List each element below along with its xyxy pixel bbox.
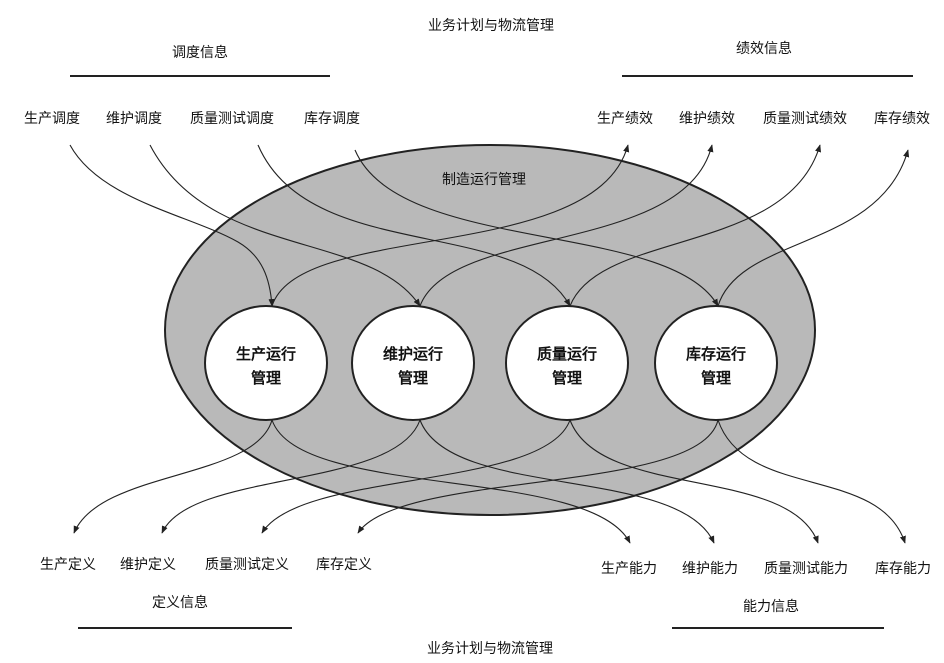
capability-item-inventory: 库存能力 — [875, 561, 931, 577]
arrow-schedule-quality — [257, 144, 571, 307]
arrow-schedule-inventory — [354, 149, 719, 307]
arrow-performance-production — [271, 144, 630, 307]
node-maintenance-line1: 维护运行 — [383, 345, 443, 363]
arrow-definition-production — [73, 419, 273, 534]
capability-item-production: 生产能力 — [601, 561, 657, 577]
node-production-operations: 生产运行 管理 — [204, 305, 328, 421]
arrow-capability-production — [271, 419, 631, 544]
arrow-performance-maintenance — [419, 144, 714, 307]
node-inventory-operations: 库存运行 管理 — [654, 305, 778, 421]
capability-item-quality: 质量测试能力 — [764, 561, 848, 577]
bottom-title: 业务计划与物流管理 — [427, 641, 553, 657]
schedule-item-maintenance: 维护调度 — [106, 111, 162, 127]
node-quality-line2: 管理 — [552, 369, 582, 387]
node-maintenance-line2: 管理 — [398, 369, 428, 387]
node-quality-line1: 质量运行 — [537, 345, 597, 363]
manufacturing-operations-ellipse — [164, 144, 816, 516]
definition-item-quality: 质量测试定义 — [205, 557, 289, 573]
arrow-performance-inventory — [717, 149, 910, 307]
arrow-capability-quality — [569, 419, 819, 544]
node-inventory-line2: 管理 — [701, 369, 731, 387]
arrow-schedule-maintenance — [149, 144, 421, 307]
schedule-item-production: 生产调度 — [24, 111, 80, 127]
performance-info-label: 绩效信息 — [736, 40, 792, 57]
node-production-line1: 生产运行 — [236, 345, 296, 363]
schedule-item-inventory: 库存调度 — [304, 111, 360, 127]
definition-item-production: 生产定义 — [40, 557, 96, 573]
center-title: 制造运行管理 — [442, 172, 526, 188]
schedule-item-quality: 质量测试调度 — [190, 111, 274, 127]
arrow-capability-maintenance — [419, 419, 715, 544]
node-maintenance-operations: 维护运行 管理 — [351, 305, 475, 421]
arrow-performance-quality — [569, 144, 822, 307]
arrow-definition-inventory — [357, 419, 719, 534]
arrow-capability-inventory — [717, 419, 906, 544]
capability-item-maintenance: 维护能力 — [682, 561, 738, 577]
top-title: 业务计划与物流管理 — [428, 18, 554, 34]
performance-item-quality: 质量测试绩效 — [763, 111, 847, 127]
capability-info-label: 能力信息 — [743, 598, 799, 615]
node-quality-operations: 质量运行 管理 — [505, 305, 629, 421]
node-production-line2: 管理 — [251, 369, 281, 387]
arrow-definition-maintenance — [161, 419, 421, 534]
definition-item-inventory: 库存定义 — [316, 557, 372, 573]
performance-item-inventory: 库存绩效 — [874, 111, 930, 127]
node-inventory-line1: 库存运行 — [686, 345, 746, 363]
performance-item-maintenance: 维护绩效 — [679, 111, 735, 127]
definition-info-label: 定义信息 — [152, 594, 208, 611]
performance-item-production: 生产绩效 — [597, 111, 653, 127]
schedule-info-label: 调度信息 — [172, 44, 228, 61]
arrow-schedule-production — [69, 144, 275, 307]
definition-item-maintenance: 维护定义 — [120, 557, 176, 573]
